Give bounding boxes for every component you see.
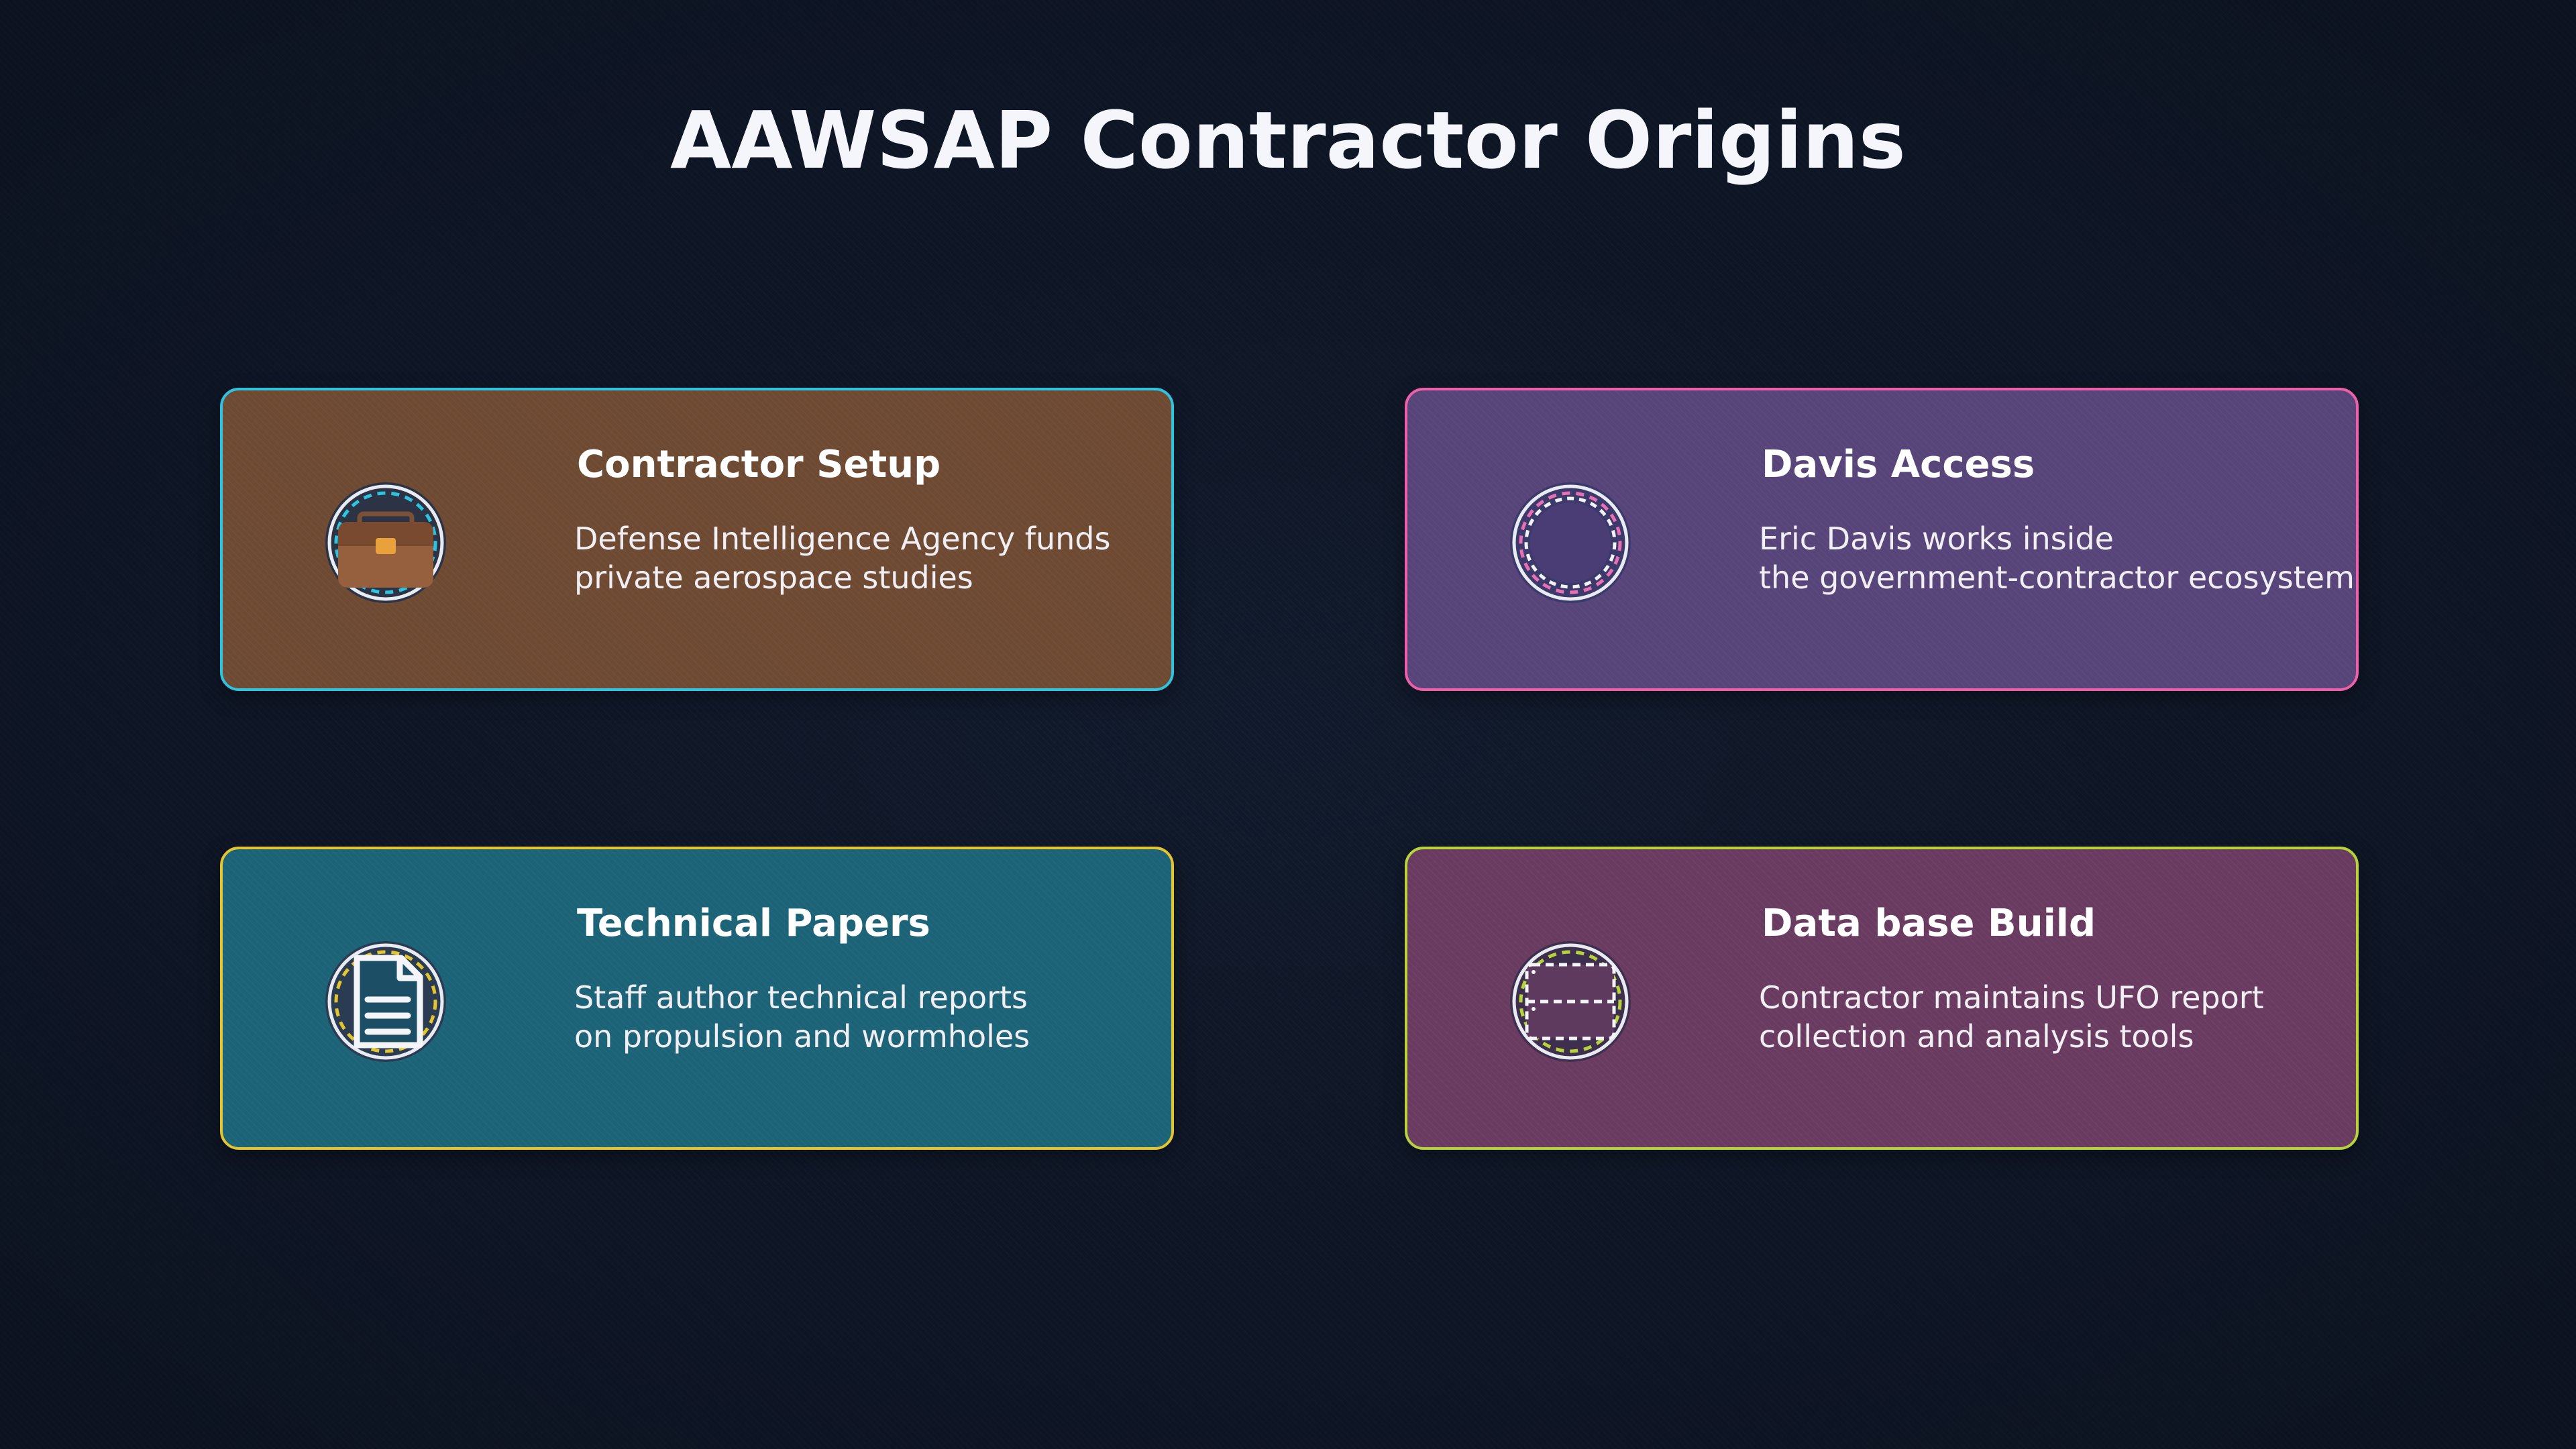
card-description-line: collection and analysis tools xyxy=(1759,1018,2194,1055)
card-title: Contractor Setup xyxy=(577,443,941,486)
card-description: Defense Intelligence Agency funds privat… xyxy=(574,519,1110,597)
card-contractor-setup: Contractor Setup Defense Intelligence Ag… xyxy=(220,388,1174,691)
card-davis-access: Davis Access Eric Davis works inside the… xyxy=(1405,388,2359,691)
card-description-line: the government-contractor ecosystem xyxy=(1759,559,2355,596)
card-title: Data base Build xyxy=(1762,902,2096,945)
card-description-line: Contractor maintains UFO report xyxy=(1759,979,2264,1016)
card-description-line: Staff author technical reports xyxy=(574,979,1028,1016)
card-description-line: Eric Davis works inside xyxy=(1759,521,2114,557)
page-title: AAWSAP Contractor Origins xyxy=(669,94,1907,186)
dashed-circle-icon xyxy=(1507,479,1634,606)
card-description-line: on propulsion and wormholes xyxy=(574,1018,1030,1055)
card-description-line: private aerospace studies xyxy=(574,559,973,596)
document-icon xyxy=(322,938,449,1065)
database-icon xyxy=(1507,938,1634,1065)
card-description-line: Defense Intelligence Agency funds xyxy=(574,521,1111,557)
card-technical-papers: Technical Papers Staff author technical … xyxy=(220,847,1174,1150)
card-description: Staff author technical reports on propul… xyxy=(574,978,1030,1056)
briefcase-icon xyxy=(322,479,449,606)
card-description: Contractor maintains UFO report collecti… xyxy=(1759,978,2264,1056)
card-database-build: Data base Build Contractor maintains UFO… xyxy=(1405,847,2359,1150)
card-title: Technical Papers xyxy=(577,902,930,945)
card-description: Eric Davis works inside the government-c… xyxy=(1759,519,2355,597)
card-title: Davis Access xyxy=(1762,443,2035,486)
